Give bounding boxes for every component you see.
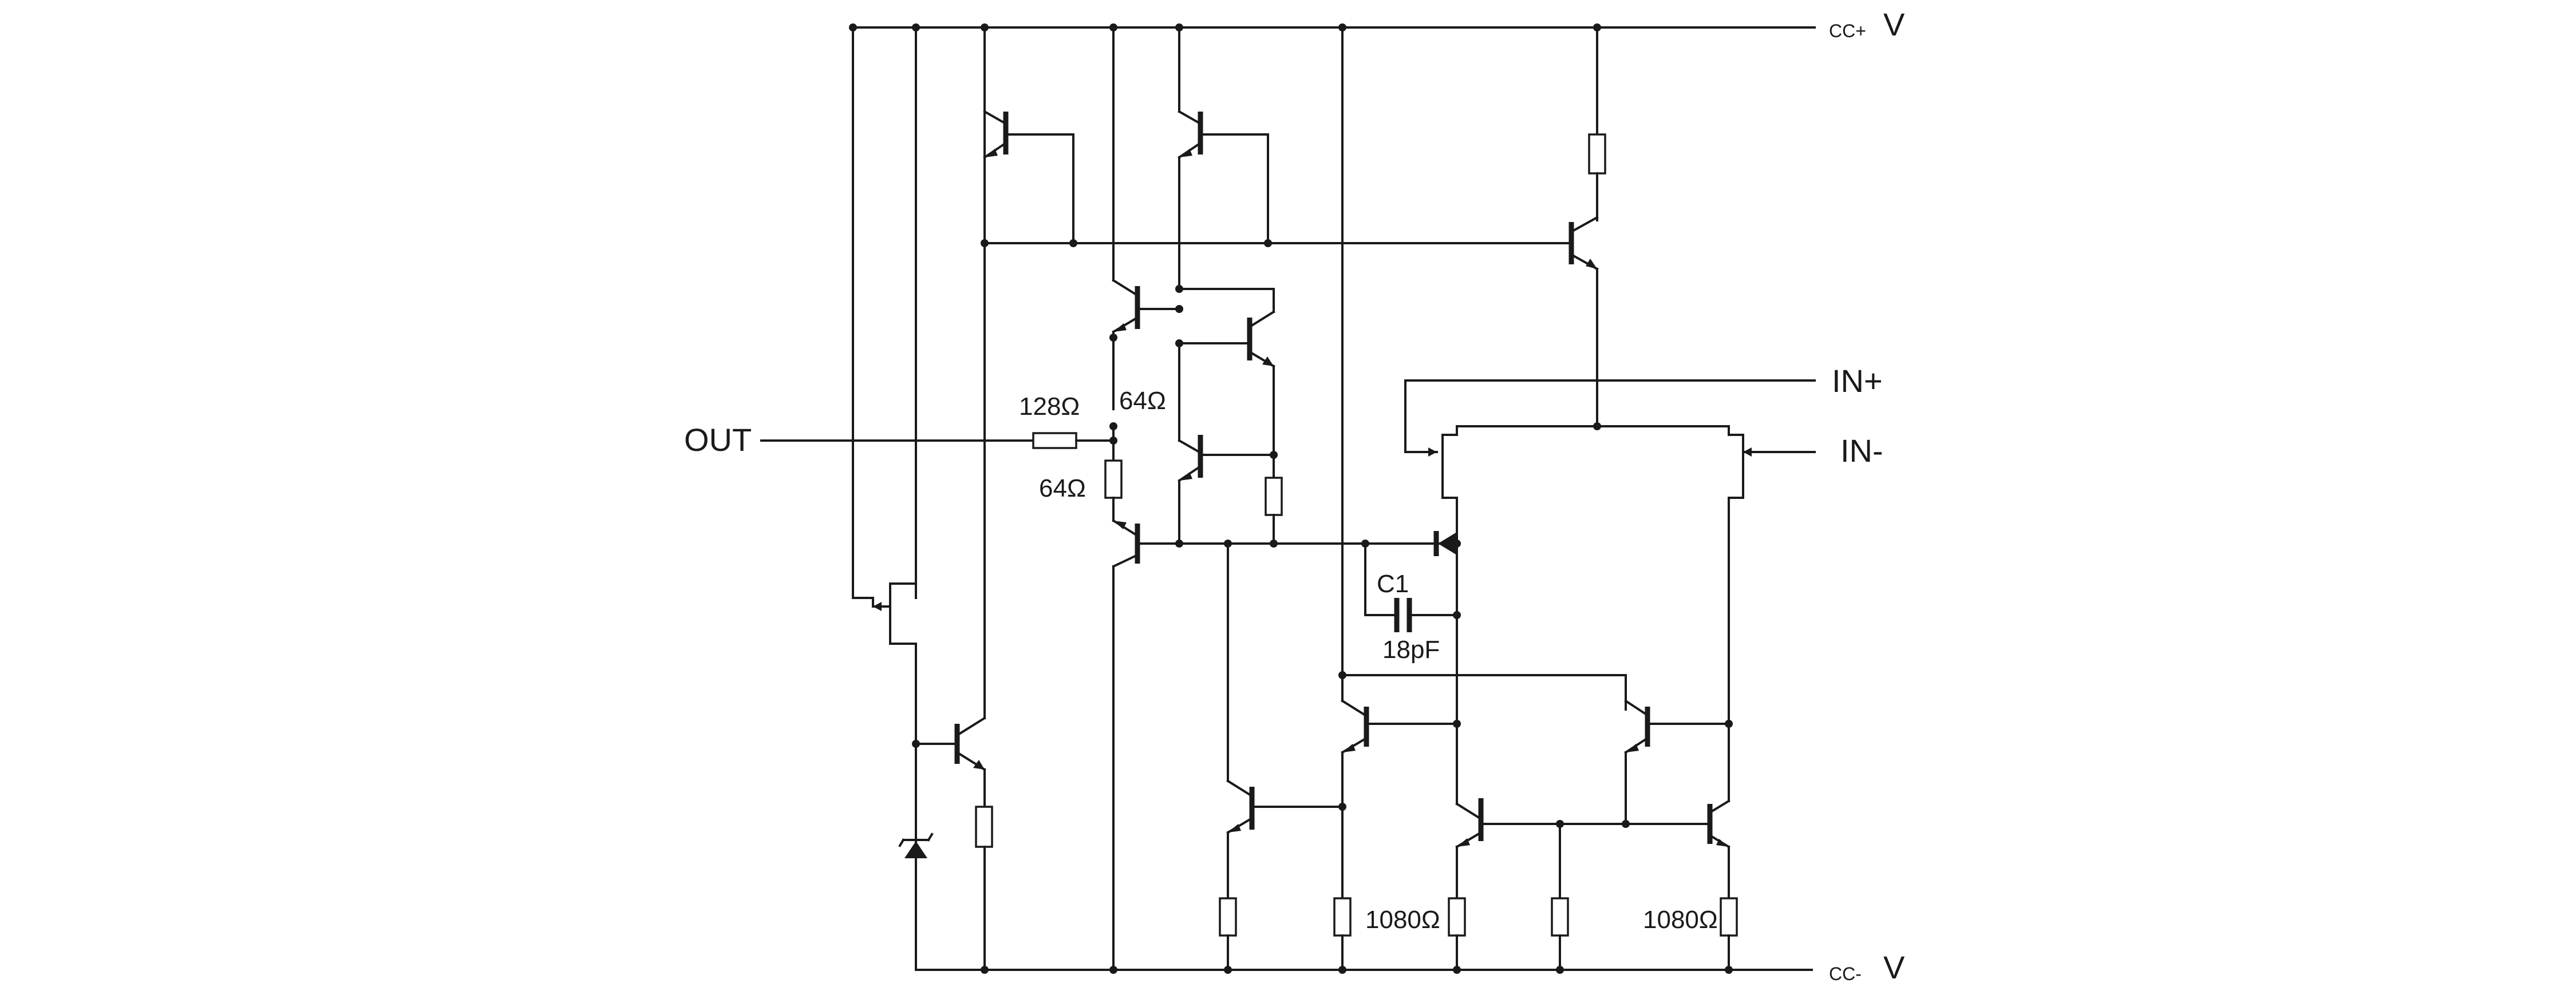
resistor-128-label: 128Ω bbox=[1019, 393, 1080, 421]
out-terminal-label: OUT bbox=[684, 422, 752, 458]
bias-transistor-top bbox=[1568, 26, 1606, 427]
in-plus-terminal-label: IN+ bbox=[1832, 363, 1883, 399]
driver-transistor bbox=[1178, 288, 1275, 453]
mirror-transistor-2 bbox=[1178, 26, 1269, 244]
mirror-transistor-1 bbox=[983, 110, 1074, 244]
bias-transistor-left bbox=[915, 26, 993, 971]
vcc-minus-label: V bbox=[1883, 949, 1905, 985]
input-fet-plus bbox=[1404, 379, 1458, 545]
resistor-64-upper-label: 64Ω bbox=[1119, 387, 1166, 415]
resistor-1080-right-label: 1080Ω bbox=[1643, 906, 1718, 934]
input-fet-minus bbox=[1728, 425, 1816, 725]
current-source-mid bbox=[1448, 798, 1710, 971]
vcc-plus-label: V bbox=[1883, 6, 1905, 42]
in-minus-terminal-label: IN- bbox=[1840, 433, 1883, 469]
labels: V CC+ V CC- OUT IN+ IN- 128Ω 64Ω 64Ω C1 … bbox=[684, 6, 1905, 985]
mid-transistor bbox=[1178, 342, 1275, 545]
mirror-transistor-right-upper bbox=[1624, 674, 1730, 825]
capacitor-name-label: C1 bbox=[1377, 570, 1409, 598]
resistor-64-lower bbox=[1104, 459, 1123, 499]
current-source-left bbox=[1219, 542, 1344, 971]
resistor-1080-left-label: 1080Ω bbox=[1365, 906, 1440, 934]
resistor-64-lower-label: 64Ω bbox=[1039, 474, 1086, 502]
current-source-right bbox=[1707, 723, 1738, 971]
mirror-transistor-mid bbox=[1333, 674, 1458, 971]
zener-diode bbox=[898, 743, 934, 971]
vcc-plus-subscript: CC+ bbox=[1829, 21, 1866, 41]
capacitor-value-label: 18pF bbox=[1382, 636, 1440, 664]
diode bbox=[1416, 531, 1458, 556]
output-transistor-upper bbox=[1112, 279, 1180, 334]
vcc-minus-subscript: CC- bbox=[1829, 964, 1862, 984]
resistor-128 bbox=[1032, 432, 1077, 449]
